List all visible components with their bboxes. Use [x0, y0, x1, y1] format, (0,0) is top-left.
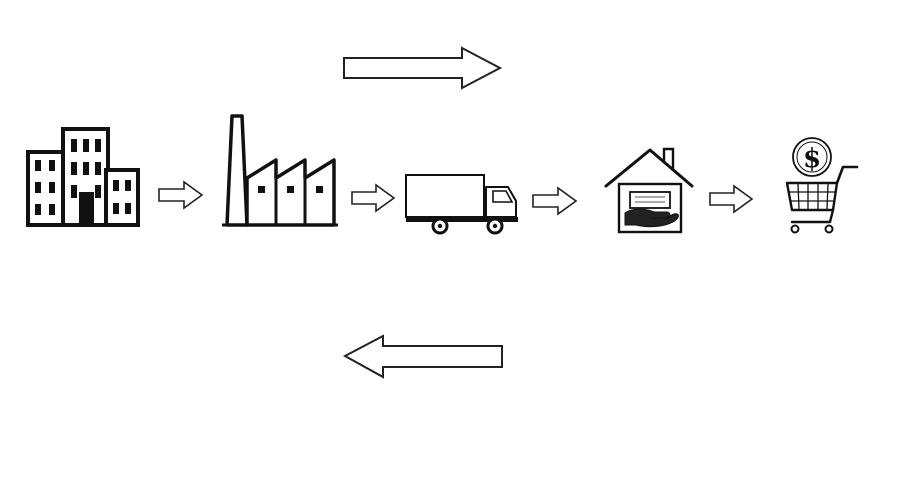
bottom-left-arrow	[342, 334, 503, 379]
delivery-truck-icon	[405, 174, 518, 235]
factory-icon	[222, 114, 338, 227]
flow-arrow-3	[532, 186, 578, 216]
flow-arrow-1	[158, 180, 204, 210]
office-building-icon	[26, 127, 140, 227]
dollar-sign: $	[803, 144, 821, 174]
shopping-cart-icon: $	[785, 137, 859, 234]
warehouse-icon	[604, 147, 694, 234]
flow-arrow-4	[709, 184, 754, 214]
top-right-arrow	[343, 46, 503, 90]
flow-arrow-2	[351, 183, 396, 213]
